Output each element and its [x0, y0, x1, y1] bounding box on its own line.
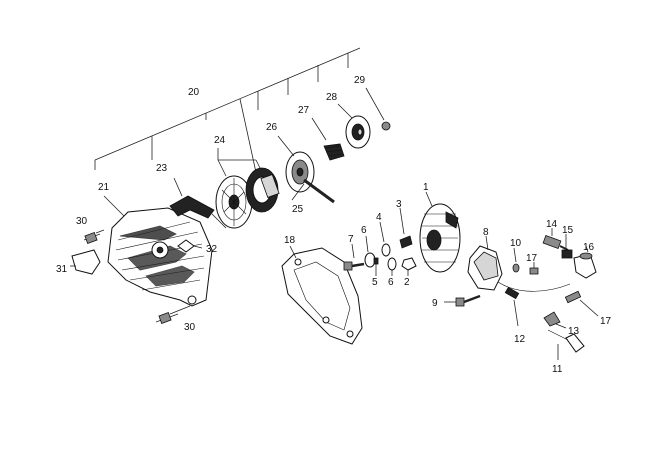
part-30-screw-top — [83, 229, 105, 244]
label-26: 26 — [266, 122, 278, 133]
label-29: 29 — [354, 75, 366, 86]
label-13: 13 — [568, 326, 580, 337]
label-30a: 30 — [76, 216, 88, 227]
part-15-connector — [561, 234, 573, 259]
label-10: 10 — [510, 238, 522, 249]
part-3-key — [399, 207, 413, 249]
label-11: 11 — [552, 364, 563, 375]
part-23-handle — [169, 177, 227, 229]
starter-cover — [103, 195, 213, 307]
label-25: 25 — [292, 204, 304, 215]
part-14-spark-plug — [542, 228, 569, 251]
part-13-terminal — [543, 311, 567, 329]
label-17a: 17 — [526, 253, 538, 264]
part-17-pin-a — [529, 262, 539, 275]
part-27-spring — [311, 117, 345, 161]
part-9-screw — [444, 294, 481, 307]
label-18: 18 — [284, 235, 296, 246]
label-7: 7 — [348, 234, 354, 245]
label-12: 12 — [514, 334, 526, 345]
label-23: 23 — [156, 163, 168, 174]
part-10-bolt — [512, 247, 520, 273]
part-29-screw — [365, 87, 391, 131]
label-5: 5 — [372, 277, 378, 288]
part-1-flywheel — [419, 191, 461, 273]
label-27: 27 — [298, 105, 310, 116]
part-28-disc — [337, 103, 371, 149]
part-25-rope — [291, 178, 335, 204]
part-4-washer — [379, 221, 391, 257]
part-18-fan-cover — [281, 245, 363, 345]
part-2-nut — [401, 257, 417, 276]
spring-housing — [245, 167, 280, 213]
part-31-grip — [70, 249, 101, 275]
part-5-spacer — [373, 257, 379, 276]
label-14: 14 — [546, 219, 558, 230]
part-24-ratchet — [215, 148, 263, 229]
label-1: 1 — [423, 182, 429, 193]
label-6a: 6 — [361, 225, 367, 236]
callout-labels: 1 2 3 4 5 6 6 7 8 9 10 11 12 13 14 15 16… — [56, 75, 612, 375]
label-20: 20 — [188, 87, 200, 98]
part-6-washer — [364, 235, 397, 276]
part-7-bolt — [343, 243, 365, 271]
label-32: 32 — [206, 244, 218, 255]
part-11-cap — [547, 329, 585, 360]
label-15: 15 — [562, 225, 574, 236]
part-16-boot — [573, 245, 597, 279]
part-8-ignition-coil — [467, 235, 571, 292]
label-17b: 17 — [600, 316, 612, 327]
label-4: 4 — [376, 212, 382, 223]
part-17-pin-b — [564, 290, 599, 317]
label-31: 31 — [56, 264, 68, 275]
label-16: 16 — [583, 242, 595, 253]
part-12-lead — [504, 286, 520, 327]
part-30-screw-bottom — [155, 305, 191, 324]
label-24: 24 — [214, 135, 226, 146]
label-28: 28 — [326, 92, 338, 103]
label-8: 8 — [483, 227, 489, 238]
label-3: 3 — [396, 199, 402, 210]
label-30b: 30 — [184, 322, 196, 333]
label-21: 21 — [98, 182, 110, 193]
label-6b: 6 — [388, 277, 394, 288]
label-9: 9 — [432, 298, 438, 309]
part-32-tag — [177, 239, 203, 253]
label-2: 2 — [404, 277, 410, 288]
